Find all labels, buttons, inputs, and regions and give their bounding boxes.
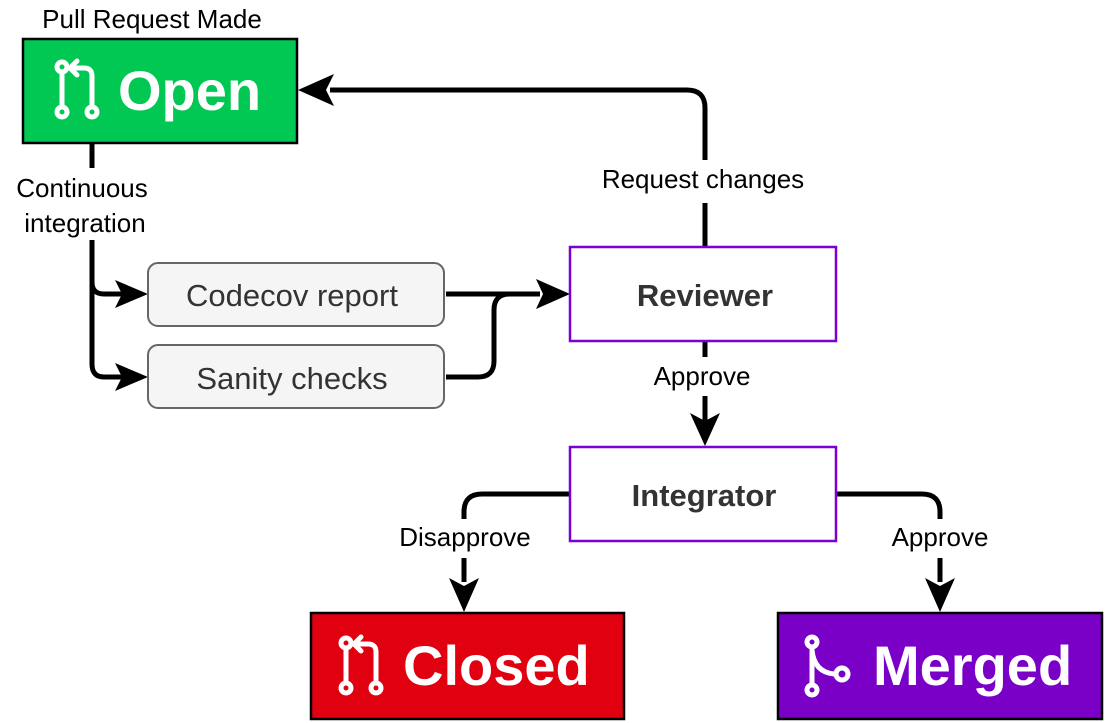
arrowhead-open: [298, 74, 334, 106]
edge-request-changes: [330, 87, 708, 246]
merged-state-node: Merged: [776, 611, 1104, 721]
open-state-caption: Pull Request Made: [42, 4, 262, 34]
closed-state-label: Closed: [403, 634, 590, 697]
pull-request-icon: [54, 58, 100, 120]
arrowhead-sanity: [115, 363, 148, 391]
edge-disapprove: [461, 491, 570, 582]
edge-label-reviewer-approve: Approve: [654, 361, 751, 391]
edge-label-integrator-approve: Approve: [892, 522, 989, 552]
open-state-label: Open: [118, 59, 261, 122]
closed-state-node: Closed: [309, 611, 626, 721]
sanity-checks-node: Sanity checks: [147, 344, 445, 409]
edge-ci-to-sanity: [89, 268, 122, 380]
integrator-label: Integrator: [632, 478, 777, 513]
edge-label-ci-line1: Continuous: [16, 173, 148, 203]
edge-sanity-to-reviewer: [446, 291, 540, 380]
arrowhead-merged: [925, 578, 955, 612]
codecov-report-label: Codecov report: [186, 278, 398, 313]
codecov-report-node: Codecov report: [147, 262, 445, 327]
merged-state-label: Merged: [873, 634, 1072, 697]
open-state-node: Open: [21, 37, 299, 145]
edge-integrator-approve: [836, 491, 943, 582]
arrowhead-closed: [449, 578, 479, 612]
edge-label-ci-line2: integration: [24, 208, 145, 238]
edge-label-request-changes: Request changes: [602, 164, 804, 194]
pull-request-icon: [338, 634, 384, 696]
arrowhead-reviewer: [536, 279, 570, 309]
reviewer-node: Reviewer: [568, 245, 838, 343]
merge-icon: [804, 634, 851, 698]
arrowhead-integrator: [690, 413, 720, 446]
edge-label-disapprove: Disapprove: [399, 522, 531, 552]
integrator-node: Integrator: [568, 445, 838, 543]
arrowhead-codecov: [115, 280, 148, 308]
reviewer-label: Reviewer: [637, 278, 773, 313]
sanity-checks-label: Sanity checks: [196, 361, 387, 396]
edge-ci-to-codecov: [89, 268, 122, 297]
